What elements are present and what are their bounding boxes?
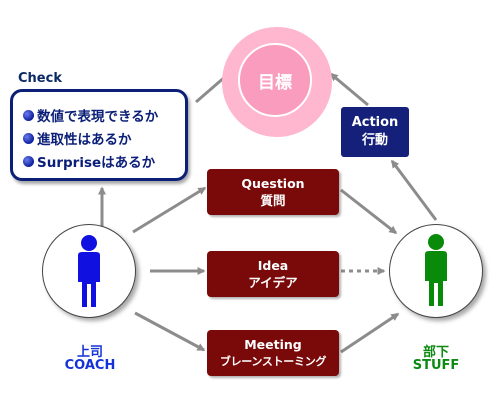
goal-label: 目標 — [258, 72, 292, 93]
check-item-text: 進取性はあるか — [37, 132, 132, 148]
check-item: 数値で表現できるか — [23, 105, 158, 125]
meeting-label-en: Meeting — [244, 337, 302, 352]
coach-label-en: COACH — [64, 358, 116, 373]
check-title: Check — [18, 71, 62, 86]
check-item: 進取性はあるか — [23, 128, 132, 148]
arrow-stuff-to-action — [390, 159, 438, 221]
arrow-coach-to-question — [132, 186, 207, 234]
arrow-action-to-goal — [329, 72, 369, 107]
coach-person-icon — [78, 235, 100, 307]
idea-box: Idea アイデア — [207, 251, 339, 297]
meeting-box: Meeting ブレーンストーミング — [207, 330, 339, 376]
bullet-icon — [23, 109, 34, 121]
question-label-en: Question — [241, 176, 305, 191]
action-label-ja: 行動 — [361, 133, 388, 148]
goal-inner-circle — [238, 43, 312, 117]
stuff-label-en: STUFF — [412, 358, 460, 373]
bullet-icon — [23, 132, 34, 144]
question-box: Question 質問 — [207, 169, 339, 215]
check-item-text: Surpriseはあるか — [37, 155, 156, 171]
arrow-question-to-stuff — [340, 188, 398, 235]
check-list-box: 数値で表現できるか 進取性はあるか Surpriseはあるか — [10, 89, 188, 181]
idea-label-en: Idea — [257, 258, 289, 273]
question-label-ja: 質問 — [260, 193, 286, 208]
meeting-label-ja: ブレーンストーミング — [219, 355, 327, 368]
check-item-text: 数値で表現できるか — [37, 109, 159, 125]
arrow-check-to-goal — [195, 74, 227, 104]
bullet-icon — [23, 155, 34, 167]
action-box: Action 行動 — [341, 107, 409, 157]
action-label-en: Action — [351, 115, 399, 130]
check-item: Surpriseはあるか — [23, 151, 155, 171]
coach-label-ja: 上司 — [76, 345, 103, 360]
arrow-meeting-to-stuff — [340, 312, 400, 354]
idea-label-ja: アイデア — [248, 275, 298, 290]
arrow-coach-to-meeting — [134, 311, 206, 352]
stuff-person-icon — [425, 234, 447, 306]
stuff-label-ja: 部下 — [422, 345, 449, 360]
